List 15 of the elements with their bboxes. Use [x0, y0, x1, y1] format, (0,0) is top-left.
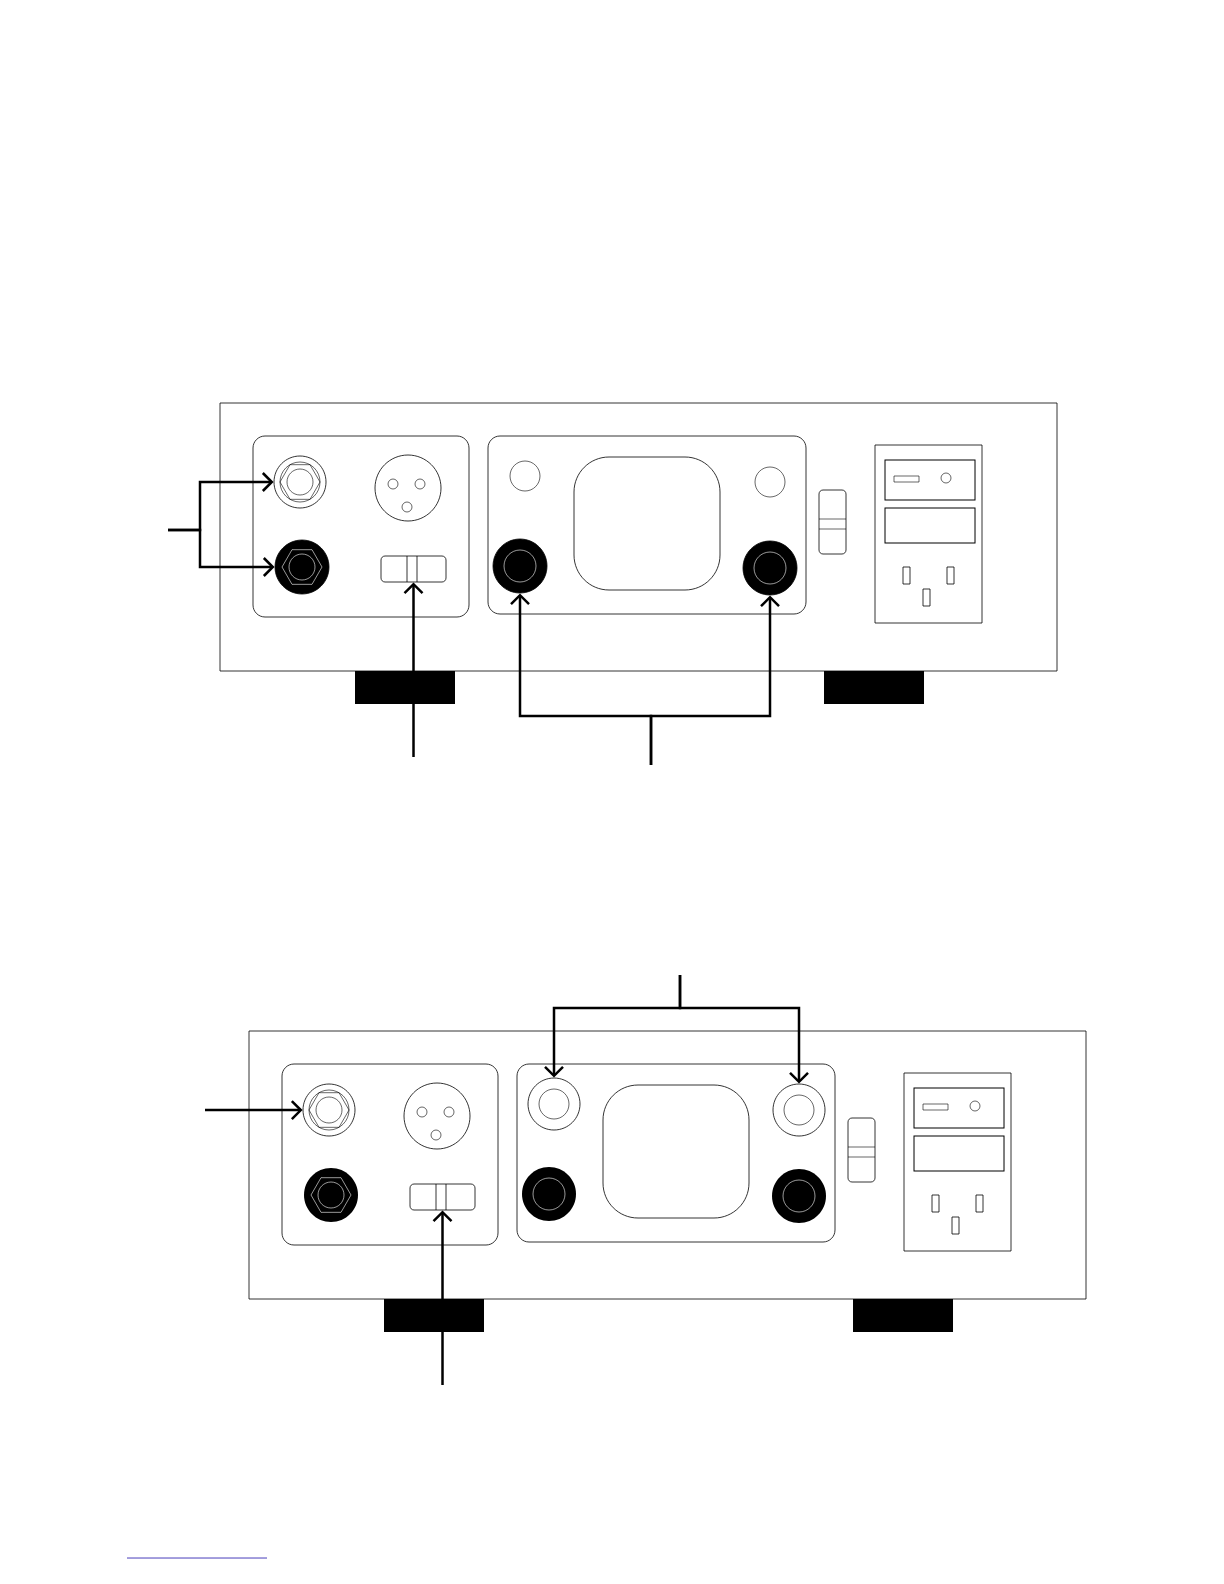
- leader-line: [168, 528, 275, 577]
- rca-socket: [492, 538, 548, 594]
- rca-socket: [772, 1083, 826, 1137]
- jack-socket: [274, 539, 330, 595]
- leader-line: [403, 582, 424, 757]
- jack-socket: [302, 1083, 356, 1137]
- jack-socket: [273, 455, 327, 509]
- leader-line: [649, 595, 780, 765]
- rca-socket: [527, 1077, 581, 1131]
- slide-switch: [409, 1183, 476, 1211]
- rca-socket: [742, 540, 798, 596]
- leader-line: [205, 1100, 303, 1120]
- leader-line: [432, 1210, 453, 1385]
- leader-line: [678, 975, 809, 1084]
- slide-switch: [380, 555, 447, 583]
